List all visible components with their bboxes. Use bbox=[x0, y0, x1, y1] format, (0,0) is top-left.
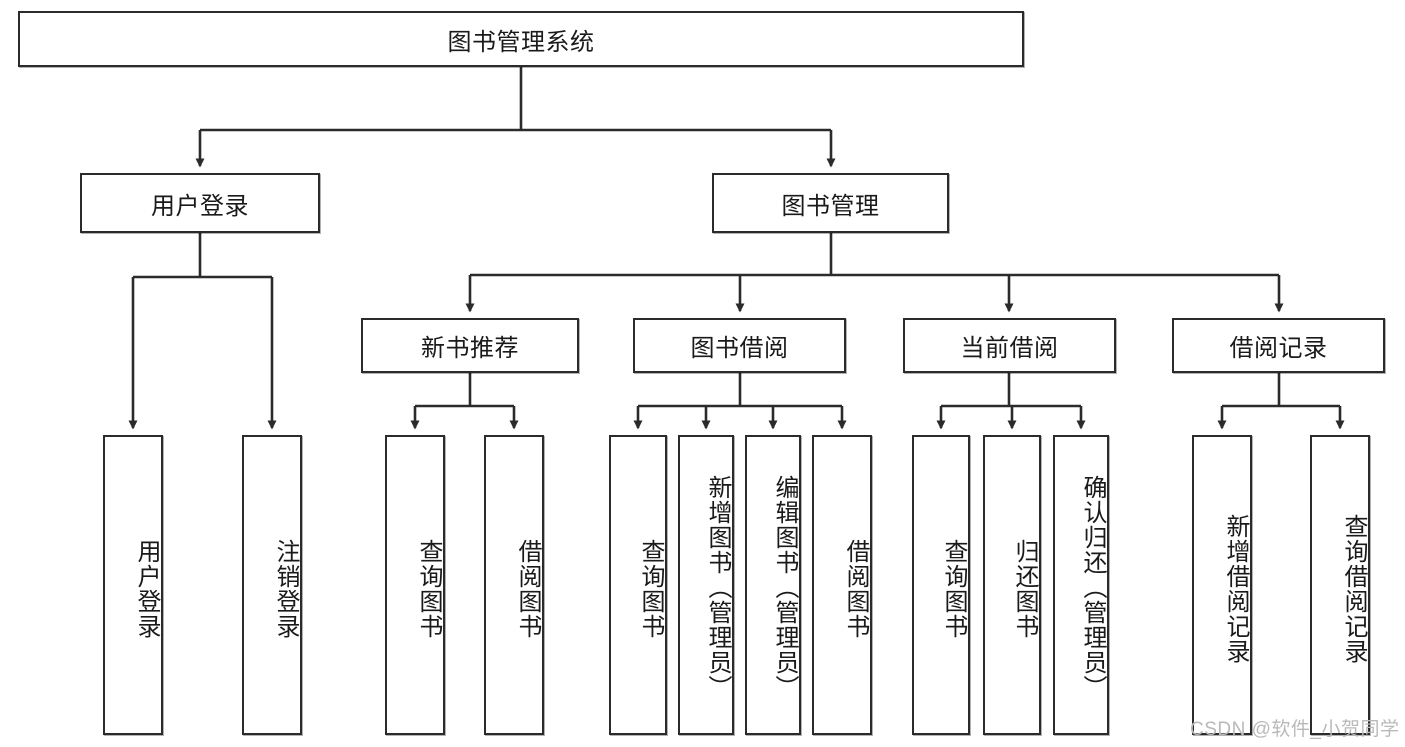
csdn-watermark: CSDN @软件_小贺同学 bbox=[1190, 719, 1400, 740]
node-book-borrow[interactable]: 图书借阅 bbox=[633, 318, 846, 373]
node-leaf-confirm-return-admin[interactable]: 确认归还（管理员） bbox=[1053, 435, 1109, 735]
node-leaf-borrow-book[interactable]: 借阅图书 bbox=[812, 435, 872, 735]
node-leaf-query-borrow-record[interactable]: 查询借阅记录 bbox=[1310, 435, 1370, 735]
node-leaf-user-login[interactable]: 用户登录 bbox=[103, 435, 163, 735]
node-book-management[interactable]: 图书管理 bbox=[712, 173, 949, 233]
node-borrow-record[interactable]: 借阅记录 bbox=[1172, 318, 1385, 373]
node-leaf-query-book-recommend[interactable]: 查询图书 bbox=[385, 435, 445, 735]
node-leaf-add-book-admin[interactable]: 新增图书（管理员） bbox=[678, 435, 734, 735]
node-leaf-query-book-current[interactable]: 查询图书 bbox=[912, 435, 970, 735]
node-leaf-return-book[interactable]: 归还图书 bbox=[983, 435, 1041, 735]
node-new-book-recommend[interactable]: 新书推荐 bbox=[361, 318, 579, 373]
node-current-borrow[interactable]: 当前借阅 bbox=[903, 318, 1116, 373]
node-leaf-borrow-book-recommend[interactable]: 借阅图书 bbox=[484, 435, 544, 735]
node-user-login[interactable]: 用户登录 bbox=[80, 173, 320, 233]
node-leaf-query-book-borrow[interactable]: 查询图书 bbox=[609, 435, 667, 735]
node-leaf-edit-book-admin[interactable]: 编辑图书（管理员） bbox=[745, 435, 801, 735]
node-leaf-add-borrow-record[interactable]: 新增借阅记录 bbox=[1192, 435, 1252, 735]
node-root-system[interactable]: 图书管理系统 bbox=[18, 11, 1024, 67]
node-leaf-logout[interactable]: 注销登录 bbox=[242, 435, 302, 735]
